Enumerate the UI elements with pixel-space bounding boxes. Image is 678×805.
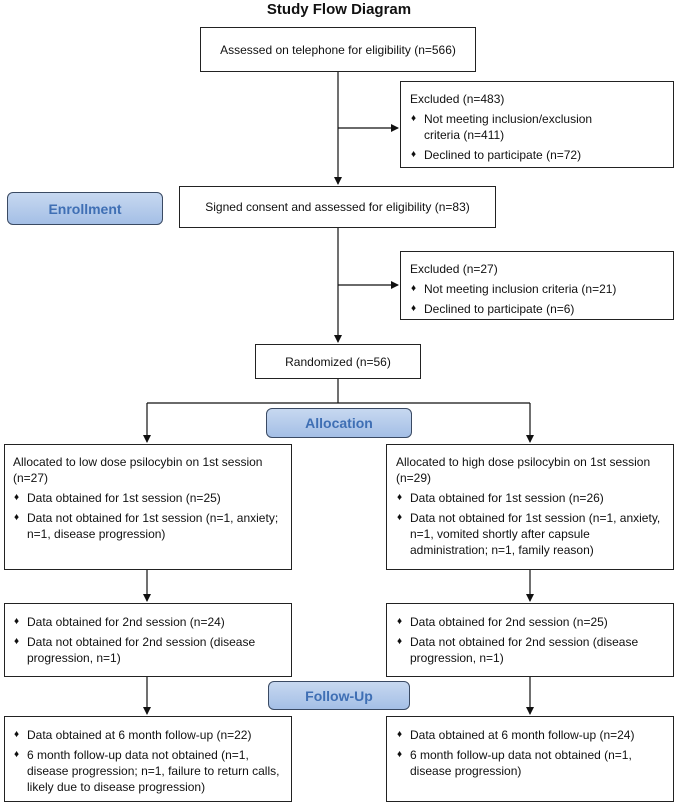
excluded-box-1: Excluded (n=483) Not meeting inclusion/e… [400,81,674,168]
assessed-box: Assessed on telephone for eligibility (n… [200,27,476,72]
high-followup-item: 6 month follow-up data not obtained (n=1… [396,747,667,779]
high-session2-box: Data obtained for 2nd session (n=25) Dat… [386,603,674,677]
low-session2-item: Data obtained for 2nd session (n=24) [13,614,285,630]
randomized-text: Randomized (n=56) [285,354,391,369]
low-session2-item: Data not obtained for 2nd session (disea… [13,634,285,666]
high-dose-allocation-box: Allocated to high dose psilocybin on 1st… [386,444,674,570]
low-session1-item: Data not obtained for 1st session (n=1, … [13,510,285,542]
low-dose-allocation-box: Allocated to low dose psilocybin on 1st … [4,444,292,570]
high-session2-item: Data obtained for 2nd session (n=25) [396,614,667,630]
excluded-2-head: Excluded (n=27) [410,262,498,276]
excluded-1-item: Not meeting inclusion/exclusion criteria… [410,111,665,143]
follow-up-stage-label: Follow-Up [268,681,410,710]
low-followup-item: Data obtained at 6 month follow-up (n=22… [13,727,285,743]
high-dose-head: Allocated to high dose psilocybin on 1st… [396,455,651,485]
assessed-text: Assessed on telephone for eligibility (n… [220,42,456,57]
consent-box: Signed consent and assessed for eligibil… [179,186,496,228]
low-followup-box: Data obtained at 6 month follow-up (n=22… [4,716,292,802]
high-followup-item: Data obtained at 6 month follow-up (n=24… [396,727,667,743]
high-session1-item: Data obtained for 1st session (n=26) [396,490,667,506]
low-followup-item: 6 month follow-up data not obtained (n=1… [13,747,285,795]
allocation-stage-label: Allocation [266,408,412,438]
high-session2-item: Data not obtained for 2nd session (disea… [396,634,667,666]
high-session1-item: Data not obtained for 1st session (n=1, … [396,510,667,558]
excluded-1-item: Declined to participate (n=72) [410,147,665,163]
low-session2-box: Data obtained for 2nd session (n=24) Dat… [4,603,292,677]
low-dose-head: Allocated to low dose psilocybin on 1st … [13,455,263,485]
randomized-box: Randomized (n=56) [255,344,421,379]
low-session1-item: Data obtained for 1st session (n=25) [13,490,285,506]
consent-text: Signed consent and assessed for eligibil… [205,200,470,214]
enrollment-stage-label: Enrollment [7,192,163,225]
excluded-2-item: Declined to participate (n=6) [410,301,665,317]
excluded-1-head: Excluded (n=483) [410,92,505,106]
excluded-box-2: Excluded (n=27) Not meeting inclusion cr… [400,251,674,320]
excluded-2-item: Not meeting inclusion criteria (n=21) [410,281,665,297]
diagram-title: Study Flow Diagram [266,1,412,18]
high-followup-box: Data obtained at 6 month follow-up (n=24… [386,716,674,802]
